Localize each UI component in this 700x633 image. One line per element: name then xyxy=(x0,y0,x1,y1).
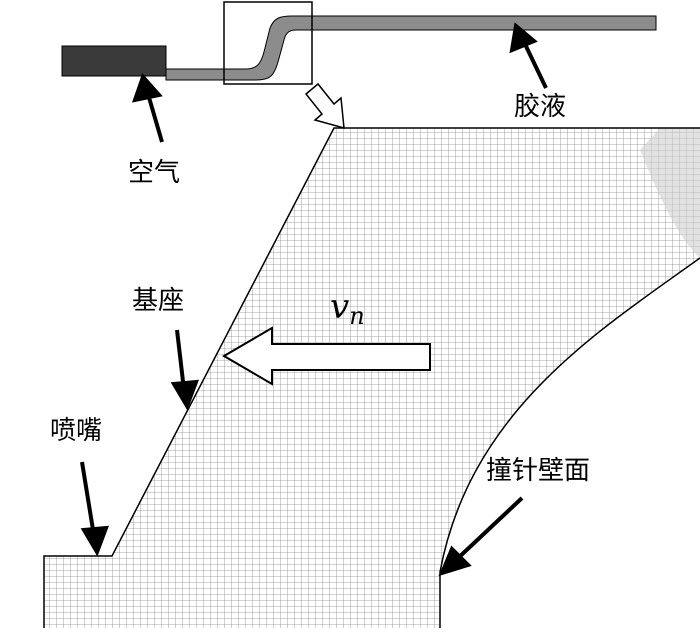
nozzle-label: 喷嘴 xyxy=(50,416,103,446)
base-label: 基座 xyxy=(132,286,185,316)
needle-wall-pointer-arrow xyxy=(454,496,524,562)
air-label: 空气 xyxy=(128,158,181,188)
fluid-domain-mesh xyxy=(44,128,700,628)
glue-label: 胶液 xyxy=(514,92,567,122)
domain-outline xyxy=(43,127,700,628)
glue-pointer-arrow xyxy=(522,41,548,89)
needle-wall-curve xyxy=(439,257,700,628)
velocity-arrow-icon xyxy=(222,326,431,386)
needle-wall-label: 撞针壁面 xyxy=(486,456,591,486)
pointer-arrows xyxy=(80,22,548,577)
base-pointer-arrow xyxy=(175,329,186,391)
glue-tube xyxy=(165,15,657,81)
air-pointer-arrow xyxy=(146,93,164,143)
zoom-box xyxy=(223,1,313,85)
velocity-symbol-main: v xyxy=(330,287,350,327)
velocity-symbol-subscript: n xyxy=(349,302,365,330)
nozzle-pointer-arrow xyxy=(80,461,96,537)
zoom-arrow-icon xyxy=(304,82,345,130)
air-block xyxy=(61,45,167,77)
velocity-symbol: vn xyxy=(330,290,365,328)
